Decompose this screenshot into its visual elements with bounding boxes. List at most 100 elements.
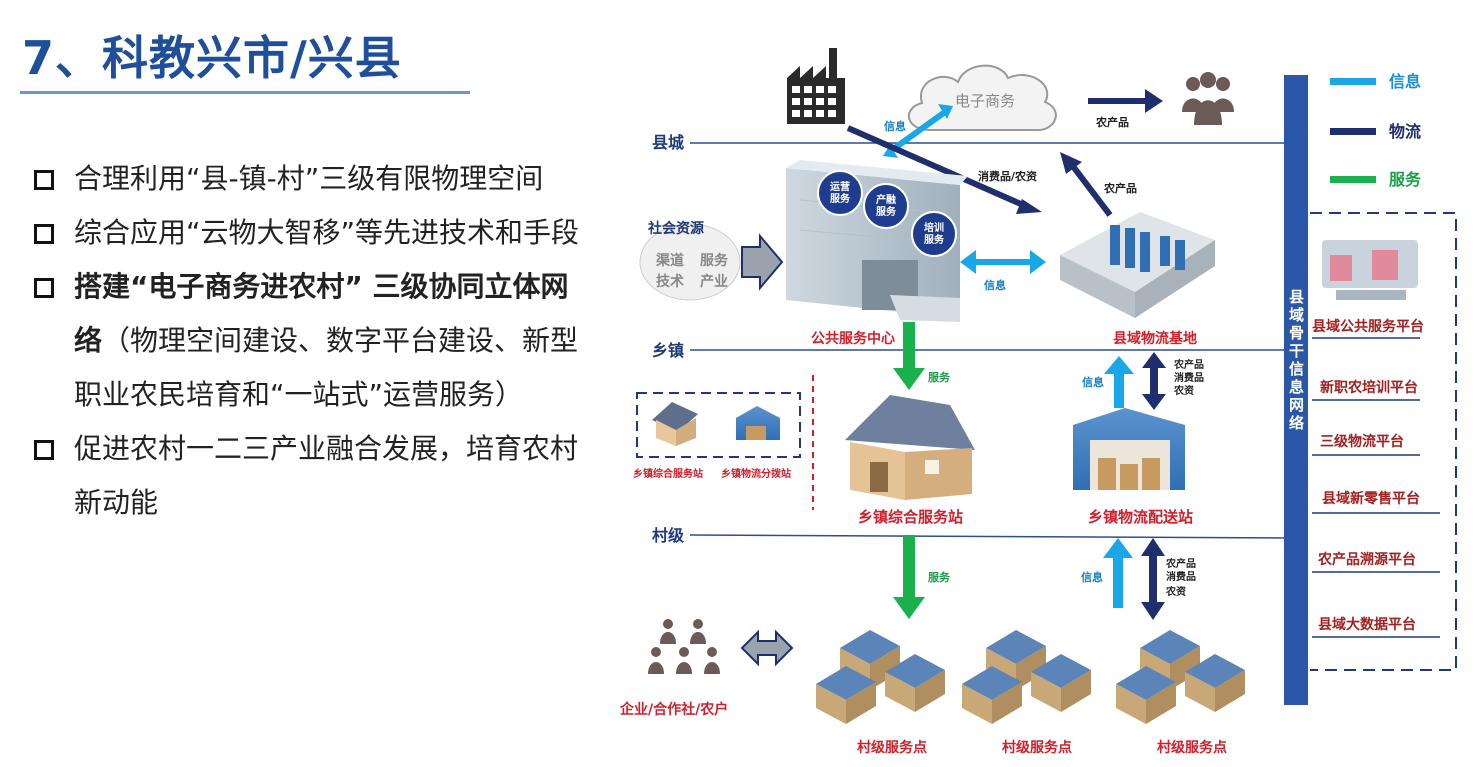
bullet-list: 合理利用“县-镇-村”三级有限物理空间 综合应用“云物大智移”等先进技术和手段 … [34, 152, 594, 530]
backbone-label: 县 域 骨 干 信 息 网 络 [1289, 288, 1304, 432]
town-logistics-warehouse [1073, 408, 1185, 490]
people-group-icon [1182, 72, 1234, 125]
service-arrow [903, 322, 915, 370]
info-arrow [890, 109, 947, 153]
logistics-arrowhead [1141, 602, 1165, 620]
legend-label: 服务 [1389, 170, 1422, 189]
page-title: 7、科教兴市/兴县 [22, 31, 402, 85]
social-resource-item: 技术 [656, 273, 684, 290]
social-resource-item: 服务 [700, 252, 729, 269]
village-point-label: 村级服务点 [857, 739, 927, 756]
badge-finance [863, 183, 909, 229]
platform-label: 县域大数据平台 [1318, 616, 1416, 633]
service-label: 服务 [928, 570, 951, 584]
small-town-station-label: 乡镇综合服务站 [633, 467, 703, 480]
social-resources-title: 社会资源 [647, 220, 704, 237]
social-resources-cloud [639, 223, 741, 301]
bullet-item: 搭建“电子商务进农村” 三级协同立体网络（物理空间建设、数字平台建设、新型职业农… [34, 260, 594, 422]
small-town-logistics-label: 乡镇物流分拨站 [721, 467, 791, 480]
platform-label: 三级物流平台 [1320, 433, 1404, 450]
server-icon [1322, 240, 1418, 300]
logistics-arrowhead [1142, 352, 1166, 368]
cloud-label: 电子商务 [955, 92, 1015, 110]
factory-icon [787, 48, 845, 124]
people-group-icon [648, 619, 720, 674]
county-level-label: 县城 [652, 133, 684, 152]
service-arrowhead [893, 597, 925, 619]
checkbox-icon [34, 440, 54, 460]
village-cluster [816, 630, 945, 724]
stack-label: 消费品 [1166, 570, 1196, 583]
service-label: 服务 [928, 370, 951, 384]
platform-label: 农产品溯源平台 [1317, 551, 1416, 568]
village-point-label: 村级服务点 [1157, 739, 1227, 756]
badge-text: 产融服务 [876, 193, 897, 218]
checkbox-icon [34, 224, 54, 244]
service-arrow [903, 535, 915, 599]
village-level-label: 村级 [652, 526, 685, 545]
agri-label: 农产品 [1095, 115, 1129, 129]
svg-text:络: 络 [1289, 414, 1304, 432]
platforms-box [1310, 212, 1457, 671]
logistics-arrow [846, 125, 1032, 211]
stack-label: 消费品 [1174, 371, 1204, 384]
small-warehouse-icon [736, 406, 780, 440]
logistics-arrowhead [1141, 538, 1165, 556]
badge-text: 运营服务 [830, 180, 851, 205]
legend-label: 信息 [1389, 72, 1421, 91]
stack-label: 农产品 [1173, 358, 1204, 371]
svg-text:域: 域 [1289, 306, 1304, 324]
info-arrowhead [1104, 356, 1134, 374]
badge-training [911, 211, 957, 257]
logistics-arrow [1069, 163, 1113, 217]
info-label: 信息 [984, 278, 1006, 292]
stack-label: 农资 [1173, 384, 1194, 397]
small-house-icon [652, 402, 698, 446]
svg-text:干: 干 [1289, 342, 1304, 360]
info-label: 信息 [1082, 375, 1104, 389]
svg-text:网: 网 [1289, 396, 1304, 414]
logistics-arrow [1150, 366, 1158, 396]
info-arrowhead [883, 145, 898, 158]
legend-swatch-logistics [1330, 128, 1376, 135]
town-station-house [845, 395, 975, 500]
village-level-line [689, 534, 1291, 539]
legend-swatch-service [1330, 176, 1376, 183]
social-resource-item: 渠道 [655, 252, 684, 269]
info-arrowhead [960, 250, 976, 274]
bullet-item: 合理利用“县-镇-村”三级有限物理空间 [34, 152, 594, 206]
town-logistics-label: 乡镇物流配送站 [1088, 508, 1193, 526]
bullet-item: 促进农村一二三产业融合发展，培育农村新动能 [34, 422, 594, 530]
badge-text: 培训服务 [924, 221, 945, 246]
logistics-arrowhead [1016, 199, 1042, 214]
logistics-arrowhead [1142, 394, 1166, 410]
info-arrowhead [1103, 538, 1133, 558]
svg-text:息: 息 [1289, 378, 1304, 396]
bullet-bold-text: 搭建“电子商务进农村” 三级协同立体网络 [74, 270, 569, 357]
coops-label: 企业/合作社/农户 [619, 701, 728, 718]
village-point-label: 村级服务点 [1002, 739, 1072, 756]
info-arrowhead [1030, 250, 1046, 274]
town-station-label: 乡镇综合服务站 [858, 508, 963, 526]
stack-label: 农产品 [1165, 557, 1196, 570]
svg-text:信: 信 [1289, 360, 1304, 378]
service-arrowhead [893, 368, 925, 390]
stack-label: 农资 [1165, 585, 1186, 598]
logistics-base-label: 县域物流基地 [1113, 330, 1197, 347]
info-label: 信息 [884, 119, 906, 133]
logistics-base-illustration [1060, 212, 1215, 318]
platform-label: 新职农培训平台 [1320, 379, 1418, 396]
platform-label: 县域公共服务平台 [1312, 318, 1424, 335]
town-level-label: 乡镇 [652, 341, 684, 360]
logistics-arrowhead [1060, 152, 1082, 174]
social-resource-item: 产业 [700, 273, 728, 290]
consumer-agri-label: 消费品/农资 [978, 169, 1037, 183]
bullet-text: 合理利用“县-镇-村”三级有限物理空间 [74, 162, 544, 195]
bullet-text: 综合应用“云物大智移”等先进技术和手段 [74, 216, 580, 249]
backbone-bar [1284, 75, 1308, 705]
svg-text:骨: 骨 [1289, 324, 1304, 342]
bullet-item: 综合应用“云物大智移”等先进技术和手段 [34, 206, 594, 260]
village-cluster [962, 630, 1091, 724]
double-arrow-icon [740, 629, 794, 667]
